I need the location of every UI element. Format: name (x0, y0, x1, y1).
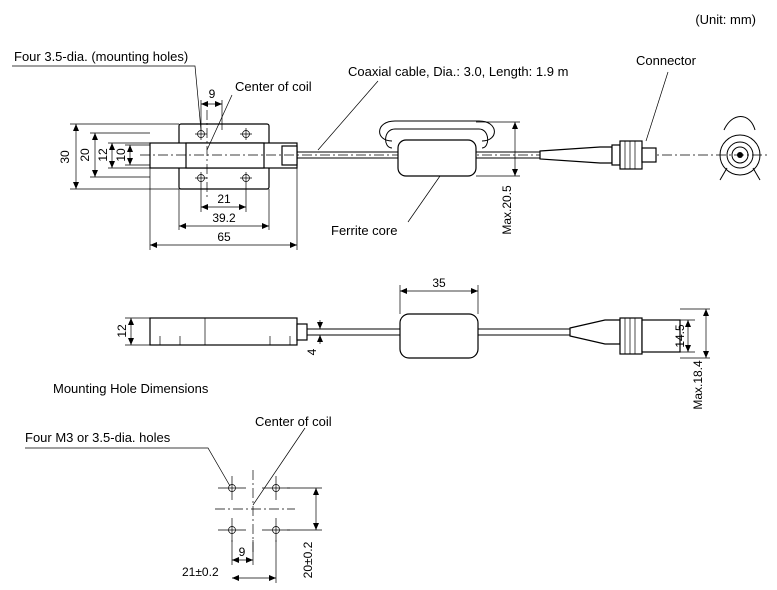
coaxial-cable (297, 151, 540, 159)
leader-center-of-coil (206, 94, 233, 151)
mounting-hole (195, 172, 207, 184)
coil-core (185, 142, 265, 169)
dim-max-18-4: Max.18.4 (691, 360, 705, 410)
side-ferrite-core (399, 313, 479, 359)
dim-65: 65 (217, 230, 231, 244)
label-m3-holes: Four M3 or 3.5-dia. holes (25, 430, 171, 445)
side-connector-tip (641, 319, 681, 353)
leader-mounting-holes (12, 65, 202, 131)
dim-9-top: 9 (209, 87, 216, 101)
dim-10: 10 (114, 148, 128, 162)
leader-center-of-coil-bottom (252, 427, 306, 506)
dim-20-tol: 20±0.2 (301, 541, 315, 578)
leader-m3-holes (25, 447, 231, 487)
dim-12-side: 12 (115, 324, 129, 338)
mounting-hole (240, 128, 252, 140)
m3-hole (218, 518, 246, 542)
connector-end-view (719, 116, 761, 181)
dim-39-2: 39.2 (212, 211, 236, 225)
connector-boot (539, 146, 613, 164)
leader-connector (645, 71, 669, 142)
dim-30: 30 (58, 150, 72, 164)
dim-4: 4 (305, 348, 319, 355)
label-center-of-coil-top: Center of coil (235, 79, 312, 94)
label-mounting-holes: Four 3.5-dia. (mounting holes) (14, 49, 188, 64)
mounting-hole-pattern: 20±0.2 9 21±0.2 Center of coil Four M3 o… (25, 414, 332, 583)
leader-ferrite-core (407, 175, 441, 223)
dim-21-tol: 21±0.2 (182, 565, 219, 579)
side-connector-boot (569, 319, 621, 345)
leader-coaxial-cable (317, 80, 379, 151)
dim-14-5: 14.5 (673, 324, 687, 348)
side-connector-nut (619, 317, 643, 355)
connector-tip (641, 147, 657, 163)
dim-21: 21 (217, 192, 231, 206)
label-connector: Connector (636, 53, 697, 68)
connector-ring (611, 144, 621, 166)
dim-35: 35 (432, 276, 446, 290)
label-ferrite-core: Ferrite core (331, 223, 397, 238)
cable-loop (379, 120, 495, 149)
label-mounting-hole-dimensions: Mounting Hole Dimensions (53, 381, 209, 396)
dim-9-bottom: 9 (239, 545, 246, 559)
connector-nut (619, 140, 643, 170)
label-center-of-coil-bottom: Center of coil (255, 414, 332, 429)
m3-hole (218, 476, 246, 500)
mounting-hole (240, 172, 252, 184)
side-cable (307, 328, 570, 336)
cable-gland (281, 145, 298, 166)
unit-note: (Unit: mm) (695, 12, 756, 27)
m3-hole (262, 476, 290, 500)
side-coil-body (149, 317, 298, 346)
ferrite-core (397, 139, 477, 177)
top-view: 30 20 12 10 9 21 39.2 65 Max.20.5 Four 3… (12, 49, 770, 250)
dim-12-front: 12 (96, 148, 110, 162)
side-view: 12 4 35 14.5 Max.18.4 (115, 276, 710, 410)
m3-hole (262, 518, 290, 542)
dim-max-20-5: Max.20.5 (500, 185, 514, 235)
dim-20: 20 (78, 148, 92, 162)
label-coaxial-cable: Coaxial cable, Dia.: 3.0, Length: 1.9 m (348, 64, 568, 79)
